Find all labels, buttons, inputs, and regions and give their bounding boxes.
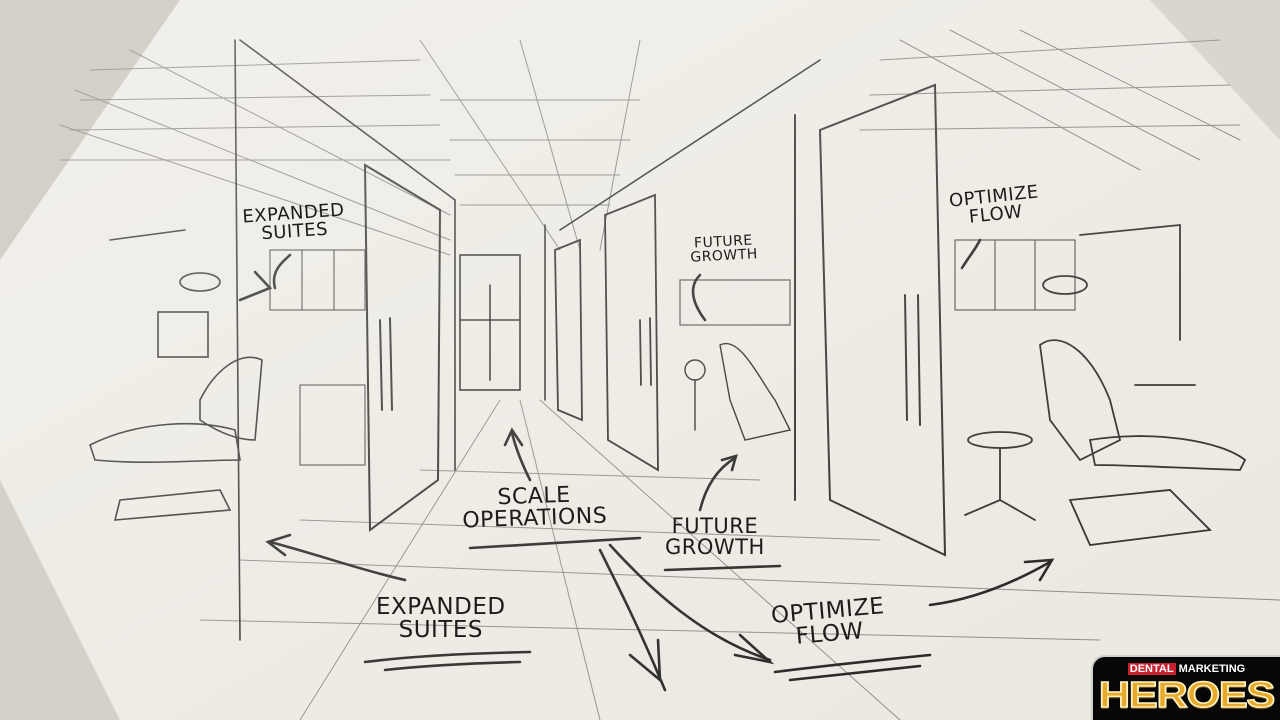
annotation-line: Future (671, 514, 759, 538)
annotation-expanded-suites-top: Expanded Suites (242, 199, 347, 245)
annotation-optimize-flow-bottom: Optimize Flow (770, 593, 887, 652)
logo-tag: DENTAL (1127, 663, 1176, 675)
annotation-line: Expanded (376, 594, 506, 620)
logo-subtitle: DENTAL MARKETING (1093, 663, 1280, 675)
annotation-expanded-suites-bottom: Expanded Suites (376, 594, 506, 644)
dental-marketing-heroes-logo: DENTAL MARKETING HEROES (1091, 655, 1280, 720)
annotation-line: Growth (665, 535, 765, 560)
annotation-line: Suites (398, 617, 483, 644)
annotation-future-growth-bottom: Future Growth (665, 514, 765, 560)
logo-subtitle-text: MARKETING (1178, 663, 1246, 675)
logo-title: HEROES (1098, 674, 1276, 716)
annotation-line: Growth (689, 246, 759, 267)
annotation-future-growth-top: Future Growth (689, 232, 759, 267)
annotation-scale-operations: Scale Operations (461, 483, 608, 534)
